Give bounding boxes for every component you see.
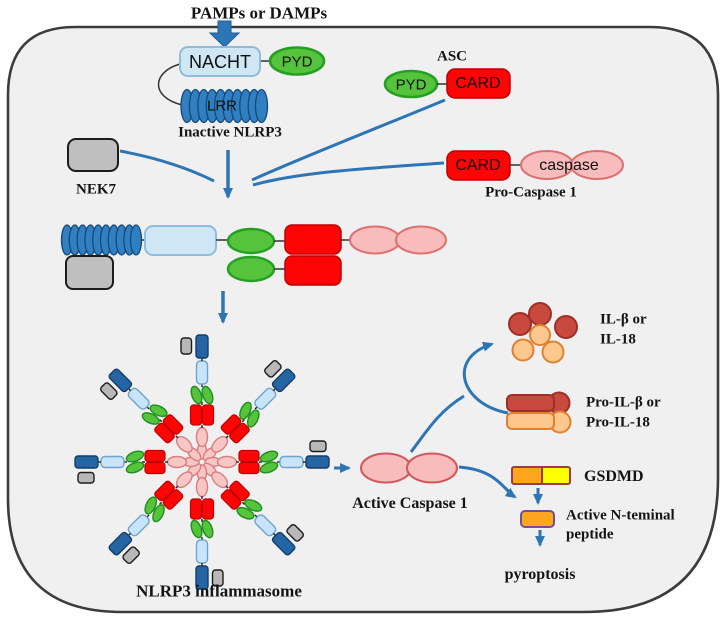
pro-il-to-il-arrow	[462, 341, 509, 415]
pyd-domain	[268, 46, 326, 76]
caspase-to-gsdmd-arrow	[458, 465, 517, 499]
lrr-coil	[180, 88, 269, 124]
stimulus-label: PAMPs or DAMPs	[190, 3, 328, 23]
pro-caspase-recruitment-line	[252, 161, 445, 187]
il-cytokine-cluster	[508, 302, 578, 364]
active-caspase-lobe-1	[360, 452, 412, 484]
pyd-domain-label: PYD	[281, 53, 313, 71]
pro-il-label-line1: Pro-IL-β or	[586, 394, 661, 411]
complex-nek7-box	[65, 255, 114, 290]
complex-card-1	[284, 224, 342, 255]
complex-pyd-2	[226, 255, 276, 283]
complex-nacht-box	[144, 225, 217, 256]
il-label-line2: IL-18	[600, 331, 636, 348]
n-terminal-peptide-box	[520, 510, 555, 528]
asc-card-domain	[446, 68, 511, 99]
nek7-label: NEK7	[75, 181, 117, 198]
n-terminal-label-line1: Active N-teminal	[566, 507, 675, 524]
nacht-domain-box	[179, 46, 261, 77]
pro-il-bars	[506, 391, 572, 434]
il-label-line1: IL-β or	[600, 311, 647, 328]
inactive-nlrp3-label: Inactive NLRP3	[178, 124, 282, 141]
assembled-complex	[60, 224, 447, 290]
pro-caspase-lobe-2	[570, 150, 624, 180]
nek7-recruitment-curve	[119, 149, 215, 183]
pyroptosis-label: pyroptosis	[504, 566, 576, 583]
complex-caspase-1	[349, 225, 401, 255]
caspase-cleaves-curve	[409, 394, 465, 453]
pro-caspase-card-label: CARD	[455, 157, 501, 174]
nacht-lrr-linker	[157, 63, 183, 106]
n-terminal-label-line2: peptide	[566, 526, 614, 543]
gsdmd-label: GSDMD	[584, 468, 644, 485]
complex-caspase-2	[395, 225, 447, 255]
pro-caspase1-label: Pro-Caspase 1	[485, 184, 577, 201]
asc-card-label: CARD	[455, 75, 501, 92]
asc-recruitment-line	[251, 98, 446, 182]
asc-pyd-label: PYD	[395, 76, 427, 94]
nacht-domain-label: NACHT	[189, 52, 251, 72]
complex-card-2	[284, 255, 342, 286]
caspase-domain-label: caspase	[539, 157, 599, 174]
gsdmd-box	[511, 466, 571, 485]
inflammasome-label: NLRP3 inflammasome	[136, 581, 302, 601]
active-caspase1-label: Active Caspase 1	[352, 495, 468, 512]
asc-label: ASC	[436, 48, 468, 65]
active-caspase-lobe-2	[406, 452, 458, 484]
lrr-domain-label: LRR	[206, 97, 238, 115]
pamps-damps-arrow-icon	[208, 20, 241, 48]
pro-il-label-line2: Pro-IL-18	[586, 414, 650, 431]
nek7-box	[67, 138, 119, 172]
complex-pyd-1	[226, 227, 276, 255]
